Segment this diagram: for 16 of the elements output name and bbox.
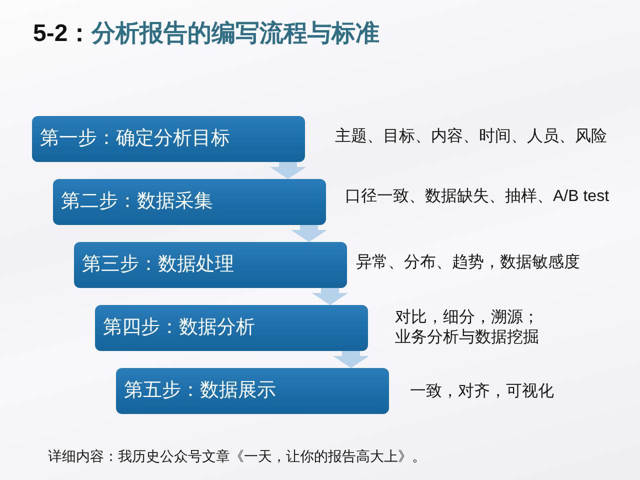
step-note: 对比，细分，溯源；业务分析与数据挖掘 [395,308,540,348]
arrow [312,288,348,305]
footnote: 详细内容：我历史公众号文章《一天，让你的报告高大上》。 [48,447,426,465]
step-box: 第五步：数据展示 [116,368,389,414]
step-note: 主题、目标、内容、时间、人员、风险 [335,127,607,147]
step-box: 第一步：确定分析目标 [32,116,305,162]
step-box: 第二步：数据采集 [53,179,326,225]
step-box: 第四步：数据分析 [95,305,368,351]
step-box: 第三步：数据处理 [74,242,347,288]
slide-title: 5-2：分析报告的编写流程与标准 [33,19,380,49]
arrow [291,225,327,242]
step-note: 异常、分布、趋势，数据敏感度 [356,253,580,273]
step-note: 口径一致、数据缺失、抽样、A/B test [345,187,610,207]
arrow [270,162,306,179]
step-note: 一致，对齐，可视化 [410,382,554,402]
arrow [333,351,369,368]
